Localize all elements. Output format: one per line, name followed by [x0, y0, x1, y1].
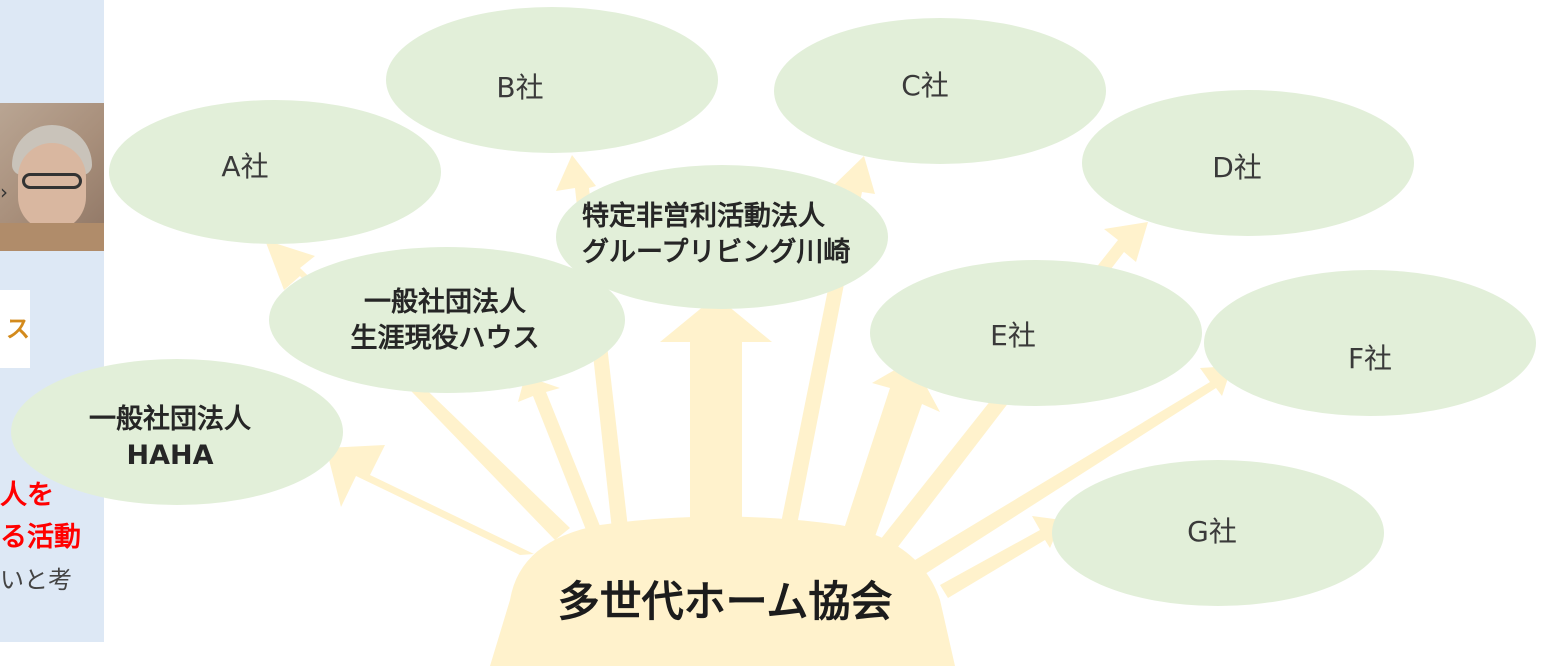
arrow-to-c	[780, 156, 875, 530]
arrow-to-npo	[660, 296, 772, 528]
shogai-line-1: 一般社団法人	[364, 287, 526, 318]
arrow-to-shogai	[518, 376, 604, 540]
node-a-label: A社	[221, 150, 269, 183]
ellipse-b	[386, 7, 718, 153]
ellipses	[11, 7, 1536, 606]
ellipse-f	[1204, 270, 1536, 416]
node-haha-label: 一般社団法人 HAHA	[40, 402, 300, 474]
node-e-label: E社	[990, 319, 1036, 352]
node-g-label: G社	[1187, 515, 1237, 548]
node-f-label: F社	[1347, 342, 1393, 375]
ellipse-shogai	[269, 247, 625, 393]
ellipse-c	[774, 18, 1106, 164]
arrow-to-g	[940, 516, 1062, 598]
ellipse-e	[870, 260, 1202, 406]
shogai-line-2: 生涯現役ハウス	[350, 323, 540, 354]
person-photo	[0, 103, 104, 251]
logo-fragment: ス	[0, 290, 30, 368]
node-c-label: C社	[901, 69, 949, 102]
center-label: 多世代ホーム協会	[557, 577, 893, 626]
arrow-to-haha	[326, 445, 534, 555]
panel-gray-text: いと考	[0, 566, 72, 594]
node-b-label: B社	[496, 71, 544, 104]
arrow-to-f	[915, 366, 1232, 574]
panel-red-text-1: 人を	[0, 480, 54, 511]
haha-line-2: HAHA	[126, 440, 214, 471]
ellipse-npo	[556, 165, 888, 309]
panel-mark: ›	[0, 180, 8, 204]
ellipse-g	[1052, 460, 1384, 606]
npo-line-1: 特定非営利活動法人	[582, 201, 825, 232]
left-panel: ス › 人を る活動 いと考	[0, 0, 104, 642]
haha-line-1: 一般社団法人	[89, 404, 251, 435]
panel-red-text-2: る活動	[0, 522, 81, 553]
center-dome	[490, 516, 955, 666]
ellipse-a	[109, 100, 441, 244]
ellipse-haha	[11, 359, 343, 505]
arrow-to-e	[842, 360, 940, 545]
node-shogai-label: 一般社団法人 生涯現役ハウス	[300, 285, 590, 357]
node-d-label: D社	[1212, 151, 1262, 184]
ellipse-d	[1082, 90, 1414, 236]
node-npo-label: 特定非営利活動法人 グループリビング川崎	[560, 199, 890, 271]
npo-line-2: グループリビング川崎	[582, 237, 851, 268]
